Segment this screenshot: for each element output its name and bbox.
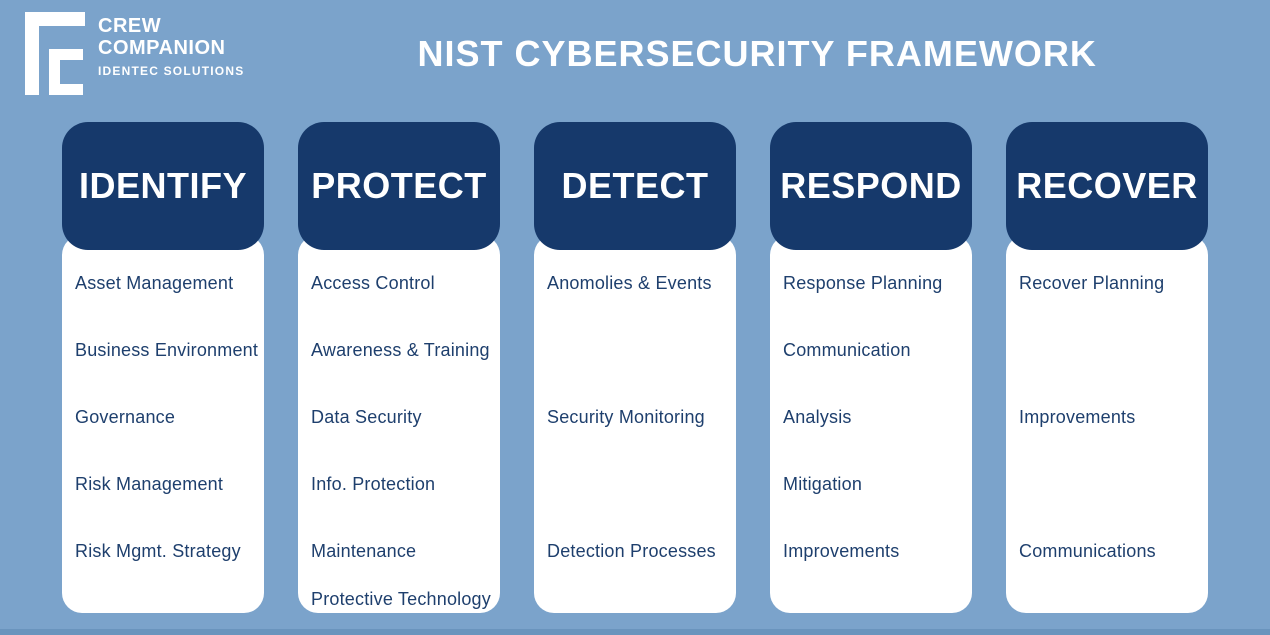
column-header-label: RESPOND xyxy=(780,165,962,206)
category-item: Risk Management xyxy=(75,474,224,494)
brand-name-line2: COMPANION xyxy=(98,36,226,59)
category-item: Mitigation xyxy=(783,474,863,494)
category-item: Security Monitoring xyxy=(547,407,705,427)
category-item: Anomolies & Events xyxy=(547,273,712,293)
category-item: Communications xyxy=(1019,541,1156,561)
category-item: Improvements xyxy=(783,541,900,561)
bottom-strip xyxy=(0,629,1270,635)
category-item: Communication xyxy=(783,340,911,360)
header-bar: CREW COMPANION IDENTEC SOLUTIONS NIST CY… xyxy=(0,0,1270,122)
category-item: Response Planning xyxy=(783,273,943,293)
column-header: RECOVER xyxy=(1006,122,1208,250)
brand-subtitle: IDENTEC SOLUTIONS xyxy=(98,64,245,79)
category-item: Analysis xyxy=(783,407,852,427)
column-header: PROTECT xyxy=(298,122,500,250)
category-item: Governance xyxy=(75,407,176,427)
logo-inner-bracket xyxy=(49,49,83,95)
column-header: DETECT xyxy=(534,122,736,250)
category-item: Detection Processes xyxy=(547,541,716,561)
category-item: Improvements xyxy=(1019,407,1136,427)
category-item: Business Environment xyxy=(75,340,259,360)
brand-text: CREW COMPANION IDENTEC SOLUTIONS xyxy=(98,12,244,95)
page-title: NIST CYBERSECURITY FRAMEWORK xyxy=(417,33,1097,74)
category-item: Risk Mgmt. Strategy xyxy=(75,541,241,561)
category-item: Data Security xyxy=(311,407,422,427)
logo-outer-bracket xyxy=(25,12,85,95)
column-header-label: PROTECT xyxy=(311,165,487,206)
category-item: Maintenance xyxy=(311,541,417,561)
brand-logo: CREW COMPANION IDENTEC SOLUTIONS xyxy=(25,12,244,95)
column-header-label: DETECT xyxy=(561,165,709,206)
column-header-label: IDENTIFY xyxy=(78,165,247,206)
column-header: RESPOND xyxy=(770,122,972,250)
category-item: Access Control xyxy=(311,273,435,293)
brand-name-line1: CREW xyxy=(98,15,162,37)
column-header: IDENTIFY xyxy=(62,122,264,250)
category-item: Asset Management xyxy=(75,273,234,293)
column-header-label: RECOVER xyxy=(1016,165,1198,206)
crew-companion-logo-icon xyxy=(25,12,85,95)
category-item: Recover Planning xyxy=(1019,273,1165,293)
category-item: Info. Protection xyxy=(311,474,436,494)
category-item: Protective Technology xyxy=(311,588,491,609)
category-item: Awareness & Training xyxy=(311,340,490,360)
